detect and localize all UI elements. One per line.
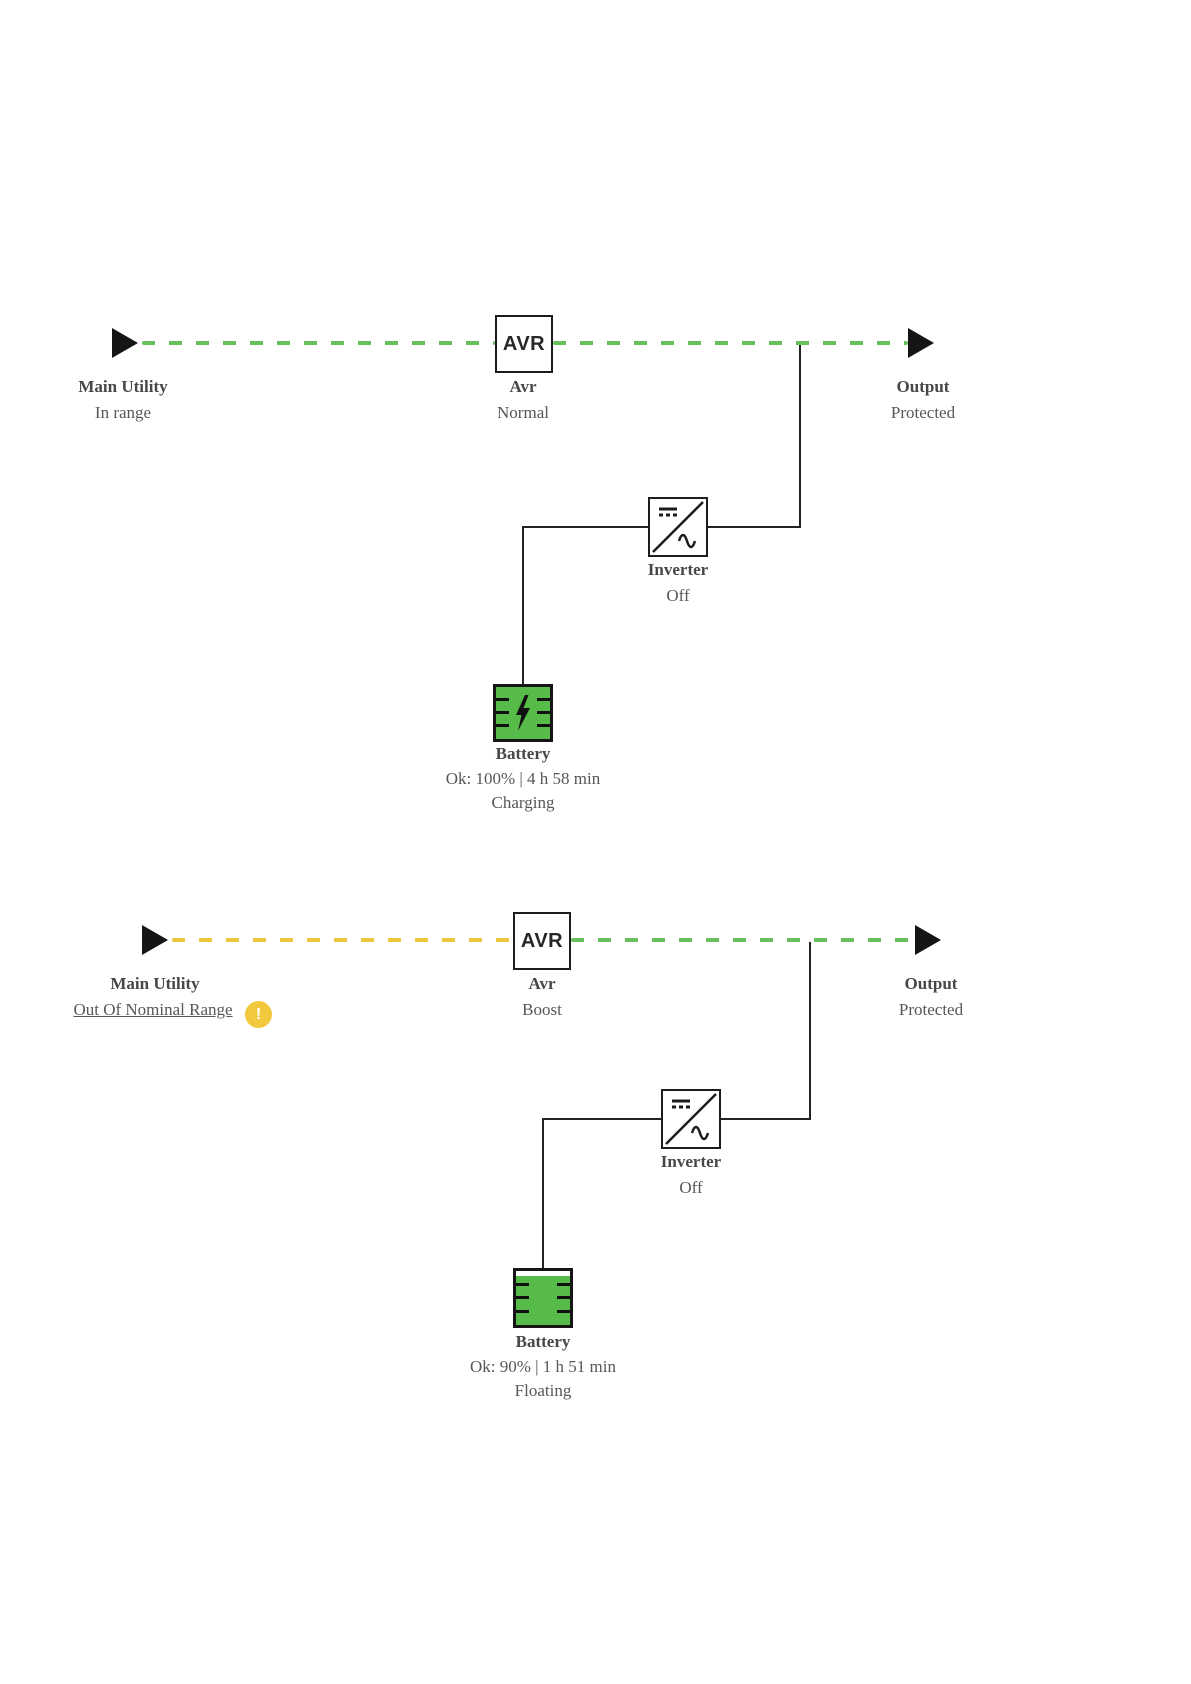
inverter-node-box [648, 497, 708, 557]
battery-plate [516, 1282, 529, 1286]
input-arrow-icon [112, 328, 138, 358]
inverter-status: Off [679, 1178, 703, 1197]
battery-plate [537, 711, 550, 715]
battery-wire [542, 1120, 544, 1268]
output-arrow-icon [908, 328, 934, 358]
output-label: Output [904, 974, 958, 993]
input-flow-line [142, 341, 495, 345]
battery-icon [513, 1268, 573, 1328]
main-utility-label: Main Utility [110, 974, 200, 993]
avr-icon: AVR [520, 929, 564, 952]
battery-plate [537, 698, 550, 702]
output-label: Output [896, 377, 950, 396]
inverter-label: Inverter [660, 1152, 722, 1171]
battery-plate [496, 711, 509, 715]
main-utility-status-link[interactable]: Out Of Nominal Range [73, 1000, 233, 1019]
battery-plate [557, 1282, 570, 1286]
battery-plate [516, 1309, 529, 1313]
junction-wire [799, 345, 801, 527]
battery-status: Ok: 100% | 4 h 58 min [445, 769, 601, 788]
inverter-status: Off [666, 586, 690, 605]
junction-wire [809, 942, 811, 1118]
battery-mode: Floating [514, 1381, 572, 1400]
avr-status: Normal [497, 403, 549, 422]
output-flow-line [571, 938, 915, 942]
output-status: Protected [898, 1000, 964, 1019]
inverter-output-wire [719, 1118, 811, 1120]
battery-empty-level [516, 1271, 570, 1277]
battery-label: Battery [495, 744, 551, 763]
warning-glyph: ! [255, 1005, 262, 1023]
avr-node-box: AVR [495, 315, 553, 373]
inverter-label: Inverter [647, 560, 709, 579]
battery-plate [557, 1296, 570, 1300]
main-utility-status: In range [94, 403, 152, 422]
battery-plate [537, 724, 550, 728]
input-arrow-icon [142, 925, 168, 955]
main-utility-label: Main Utility [78, 377, 168, 396]
avr-icon: AVR [502, 332, 546, 355]
battery-icon [493, 684, 553, 742]
battery-mode: Charging [491, 793, 555, 812]
battery-status: Ok: 90% | 1 h 51 min [469, 1357, 617, 1376]
battery-inverter-wire [542, 1118, 661, 1120]
avr-label: Avr [528, 974, 556, 993]
input-flow-line-warning [172, 938, 513, 942]
battery-inverter-wire [522, 526, 648, 528]
output-arrow-icon [915, 925, 941, 955]
inverter-output-wire [706, 526, 801, 528]
charging-bolt-icon [516, 695, 530, 731]
avr-node-box: AVR [513, 912, 571, 970]
battery-plate [496, 698, 509, 702]
avr-label: Avr [509, 377, 537, 396]
battery-plate [516, 1296, 529, 1300]
output-status: Protected [890, 403, 956, 422]
battery-plate [496, 724, 509, 728]
battery-plate [557, 1309, 570, 1313]
inverter-icon [665, 1093, 717, 1145]
warning-icon[interactable]: ! [245, 1001, 272, 1028]
inverter-icon [652, 501, 704, 553]
output-flow-line [553, 341, 908, 345]
battery-wire [522, 528, 524, 684]
avr-status: Boost [522, 1000, 562, 1019]
inverter-node-box [661, 1089, 721, 1149]
battery-label: Battery [515, 1332, 571, 1351]
